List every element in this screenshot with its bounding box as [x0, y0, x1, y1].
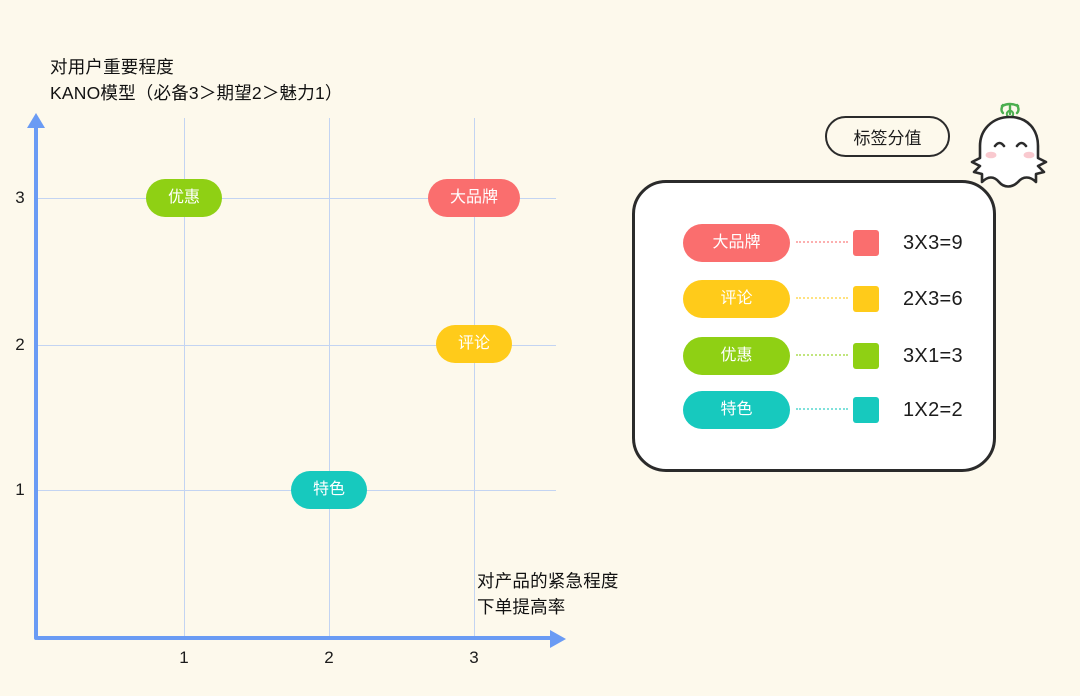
y-axis-arrow-icon [27, 113, 45, 128]
y-axis-line [34, 126, 38, 640]
x-tick-1: 1 [179, 648, 189, 667]
legend-connector-line [796, 297, 848, 301]
x-axis-arrow-icon [550, 630, 566, 648]
legend-score-text: 3X3=9 [903, 231, 963, 254]
legend-color-swatch [853, 343, 879, 369]
kano-scatter-chart: 对用户重要程度 KANO模型（必备3＞期望2＞魅力1） 对产品的紧急程度 下单提… [15, 54, 619, 667]
x-tick-3: 3 [469, 648, 479, 667]
legend-pill[interactable]: 特色 [683, 391, 790, 429]
gridline-vertical-2 [329, 118, 330, 638]
y-axis-title: 对用户重要程度 KANO模型（必备3＞期望2＞魅力1） [50, 54, 343, 106]
score-badge: 标签分值 [825, 116, 950, 157]
x-axis-title-line-2: 下单提高率 [477, 597, 566, 617]
legend-pill[interactable]: 大品牌 [683, 224, 790, 262]
y-axis-title-line-2: KANO模型（必备3＞期望2＞魅力1） [50, 83, 343, 103]
data-point-pill[interactable]: 大品牌 [427, 179, 521, 217]
legend-connector-line [796, 354, 848, 358]
x-axis-line [36, 636, 554, 640]
legend-score-text: 3X1=3 [903, 344, 963, 367]
score-badge-label: 标签分值 [853, 129, 922, 148]
y-axis-title-line-1: 对用户重要程度 [50, 57, 174, 77]
y-tick-2: 2 [15, 335, 25, 354]
data-point-pill[interactable]: 特色 [290, 471, 368, 509]
data-point-pill[interactable]: 优惠 [145, 179, 223, 217]
legend-connector-line [796, 241, 848, 245]
gridline-horizontal-2 [37, 345, 556, 346]
legend-score-text: 1X2=2 [903, 398, 963, 421]
legend-row: 大品牌 3X3=9 [683, 223, 983, 263]
legend-pill[interactable]: 优惠 [683, 337, 790, 375]
legend-pill[interactable]: 评论 [683, 280, 790, 318]
legend-rows: 大品牌 3X3=9 评论 2X3=6 优惠 3X1=3 特色 1X2=2 [635, 183, 993, 469]
legend-connector-line [796, 408, 848, 412]
data-point-pill[interactable]: 评论 [435, 325, 513, 363]
x-axis-title: 对产品的紧急程度 下单提高率 [477, 568, 619, 620]
legend-card: 大品牌 3X3=9 评论 2X3=6 优惠 3X1=3 特色 1X2=2 [632, 180, 996, 472]
x-axis-title-line-1: 对产品的紧急程度 [477, 571, 619, 591]
x-tick-2: 2 [324, 648, 334, 667]
gridline-vertical-3 [474, 118, 475, 638]
legend-row: 特色 1X2=2 [683, 390, 983, 430]
legend-score-text: 2X3=6 [903, 287, 963, 310]
gridline-vertical-1 [184, 118, 185, 638]
legend-color-swatch [853, 286, 879, 312]
legend-color-swatch [853, 397, 879, 423]
legend-row: 优惠 3X1=3 [683, 336, 983, 376]
legend-color-swatch [853, 230, 879, 256]
y-tick-1: 1 [15, 480, 25, 499]
sprout-ghost-mascot-icon [962, 96, 1058, 200]
legend-row: 评论 2X3=6 [683, 279, 983, 319]
gridline-horizontal-3 [37, 198, 556, 199]
y-tick-3: 3 [15, 188, 25, 207]
